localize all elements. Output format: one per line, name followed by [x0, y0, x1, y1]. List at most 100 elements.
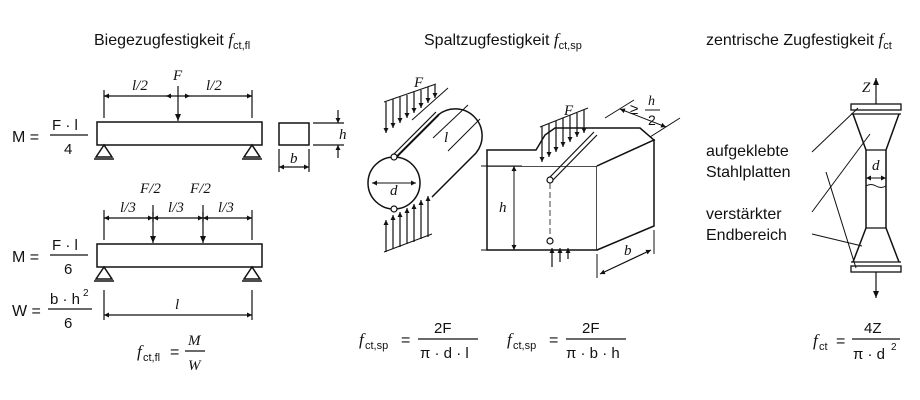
axial-force-label: Z: [862, 80, 871, 96]
top-steel-plate: [850, 103, 902, 111]
cylinder-load-label: F: [413, 75, 424, 91]
prism-frac-num: h: [648, 94, 655, 109]
splitting-f1-den: π · d · l: [420, 345, 469, 362]
moment2-num: F · l: [52, 237, 78, 254]
plates-leader-top: [811, 107, 859, 153]
axial-panel: [811, 78, 902, 298]
bending-result-sub: ct,fl: [143, 352, 160, 364]
axial-formula: f ct = 4Z π · d 2: [813, 320, 900, 363]
bending-title: Biegezugfestigkeit fct,fl: [94, 30, 250, 52]
cylinder-diameter-label: d: [390, 183, 398, 199]
moment1-num: F · l: [52, 117, 78, 134]
prism-frac-den: 2: [648, 112, 656, 128]
top-beam: [94, 86, 263, 160]
splitting-formula-1: f ct,sp = 2F π · d · l: [359, 320, 478, 362]
axial-title-symbol: f: [878, 30, 884, 49]
bottom-steel-plate: [850, 265, 902, 273]
section-height-label: h: [339, 127, 347, 143]
label-end-line2: Endbereich: [706, 227, 787, 244]
bottom-beam-total-span-label: l: [175, 297, 179, 313]
prism-load-label: F: [563, 103, 574, 119]
axial-formula-den: π · d: [853, 346, 885, 363]
bottom-beam-body: [96, 243, 263, 268]
bottom-beam-span3-label: l/3: [218, 200, 234, 216]
axial-title-text: zentrische Zugfestigkeit: [706, 32, 875, 49]
top-beam-span-left-label: l/2: [132, 78, 148, 94]
prism-top-face: [486, 127, 656, 167]
plates-leader-bottom: [825, 171, 857, 269]
splitting-f2-den: π · b · h: [566, 345, 620, 362]
splitting-title-sub: ct,sp: [558, 40, 582, 53]
moment2-den: 6: [64, 261, 72, 278]
splitting-f1-symbol: f: [359, 330, 366, 349]
modulus-formula: W = b · h 2 6: [12, 288, 92, 332]
top-beam-span-right-label: l/2: [206, 78, 222, 94]
specimen-left-edge: [852, 113, 867, 263]
bottom-beam-load1-label: F/2: [139, 181, 161, 197]
moment-formula-1: M = F · l 4: [12, 117, 88, 158]
splitting-f1-sub: ct,sp: [365, 340, 388, 352]
bending-result-symbol: f: [137, 342, 144, 361]
axial-title: zentrische Zugfestigkeit fct: [706, 30, 892, 52]
modulus-den: 6: [64, 315, 72, 332]
axial-formula-num: 4Z: [864, 320, 882, 337]
splitting-title: Spaltzugfestigkeit fct,sp: [424, 30, 582, 52]
label-plates-line1: aufgeklebte: [706, 143, 789, 160]
cylinder-bottom-loads: [383, 196, 433, 253]
bottom-beam-span1-label: l/3: [120, 200, 136, 216]
axial-diameter-label: d: [872, 158, 880, 174]
splitting-formula-2: f ct,sp = 2F π · b · h: [507, 320, 626, 362]
top-beam-load-label: F: [172, 68, 183, 84]
axial-formula-sub: ct: [819, 341, 828, 353]
end-leader-bottom: [811, 233, 863, 247]
cylinder: [367, 83, 483, 253]
splitting-f2-num: 2F: [582, 320, 600, 337]
bending-title-symbol: f: [228, 30, 234, 49]
modulus-num: b · h: [50, 291, 80, 308]
bending-panel: l/2 l/2 F h b M = F · l 4: [12, 68, 347, 374]
cross-section: [278, 110, 344, 172]
axial-formula-eq: =: [836, 333, 845, 350]
moment-formula-2: M = F · l 6: [12, 237, 88, 278]
bending-title-text: Biegezugfestigkeit: [94, 32, 224, 49]
modulus-lhs: W =: [12, 303, 41, 320]
label-end-line1: verstärkter: [706, 206, 782, 223]
bending-result-den: W: [188, 358, 202, 374]
end-leader-top: [811, 133, 871, 213]
section-width-label: b: [290, 151, 298, 167]
splitting-f2-sub: ct,sp: [513, 340, 536, 352]
cylinder-length-label: l: [444, 130, 448, 146]
prism-height-label: h: [499, 200, 507, 216]
splitting-f2-symbol: f: [507, 330, 514, 349]
prism-width-label: b: [624, 243, 632, 259]
bending-result-formula: f ct,fl = M W: [137, 333, 205, 374]
axial-formula-symbol: f: [813, 331, 820, 350]
bending-title-sub: ct,fl: [233, 40, 251, 53]
specimen-right-edge: [885, 113, 900, 263]
prism: [481, 99, 681, 278]
label-plates-line2: Stahlplatten: [706, 164, 791, 181]
axial-formula-den-exp: 2: [891, 342, 897, 353]
bottom-beam: [94, 205, 263, 320]
splitting-f1-eq: =: [401, 332, 410, 349]
bending-result-eq: =: [170, 344, 179, 361]
axial-title-sub: ct: [883, 40, 892, 53]
splitting-f1-num: 2F: [434, 320, 452, 337]
modulus-num-exp: 2: [83, 288, 89, 299]
splitting-panel: F l d: [359, 75, 681, 362]
top-beam-support-left: [94, 143, 114, 158]
prism-geq-label: ≥: [630, 101, 638, 118]
bottom-beam-span2-label: l/3: [168, 200, 184, 216]
crack-line: [865, 184, 887, 188]
cylinder-top-loads: [383, 83, 438, 133]
splitting-title-text: Spaltzugfestigkeit: [424, 32, 550, 49]
bending-result-num: M: [187, 333, 202, 349]
splitting-title-symbol: f: [553, 30, 559, 49]
top-beam-support-right: [242, 143, 262, 158]
moment2-lhs: M =: [12, 249, 39, 266]
moment1-lhs: M =: [12, 129, 39, 146]
prism-side-face: [596, 138, 655, 251]
bottom-beam-load2-label: F/2: [189, 181, 211, 197]
top-beam-body: [96, 121, 263, 146]
